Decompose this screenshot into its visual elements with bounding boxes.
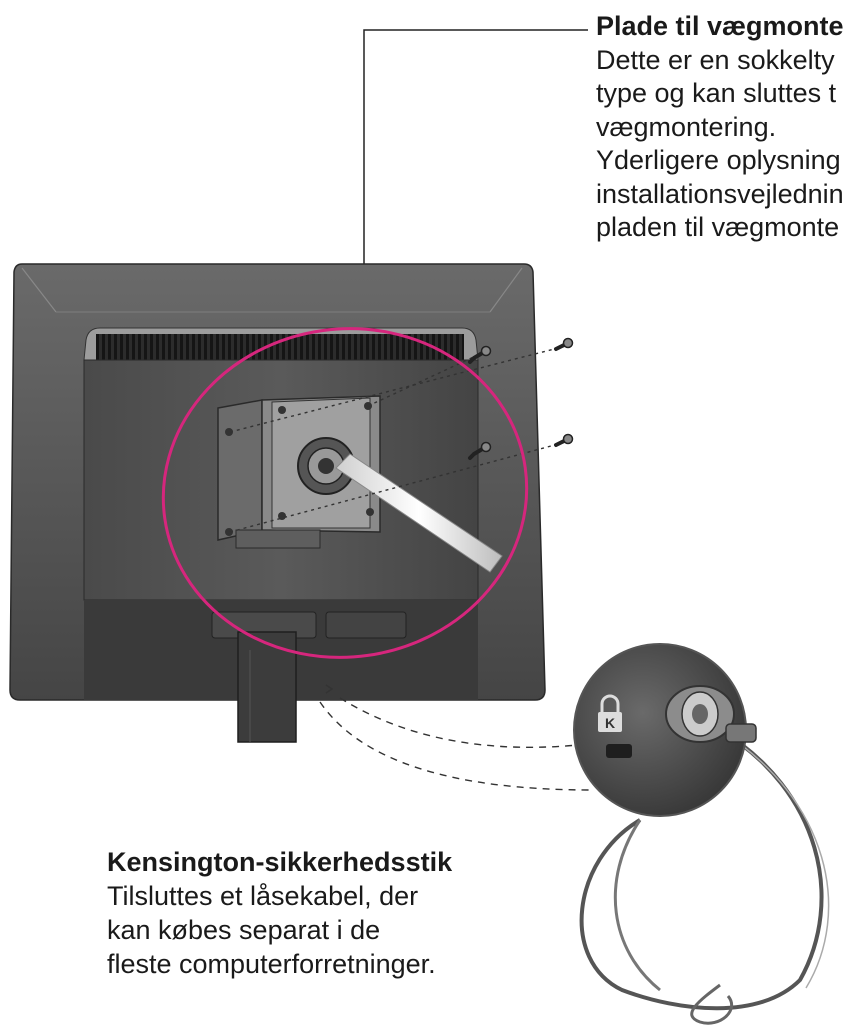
kensington-description: Kensington-sikkerhedsstik Tilsluttes et … — [107, 845, 452, 981]
wall-mount-line: Dette er en sokkelty — [596, 44, 835, 75]
wall-mount-line: Yderligere oplysning — [596, 145, 841, 175]
wall-mount-line: type og kan sluttes t — [596, 78, 837, 108]
wall-mount-title: Plade til vægmonte — [596, 11, 844, 41]
kensington-line: kan købes separat i de — [107, 915, 381, 945]
svg-text:K: K — [605, 715, 615, 731]
stand-arm — [335, 453, 503, 573]
wall-mount-description: Plade til vægmonte Dette er en sokkelty … — [596, 10, 844, 245]
kensington-detail: K — [573, 643, 757, 817]
kensington-line: fleste computerforretninger. — [107, 949, 436, 979]
kensington-title: Kensington-sikkerhedsstik — [107, 847, 453, 877]
kensington-line: Tilsluttes et låsekabel, der — [107, 881, 419, 911]
highlight-ellipse — [161, 327, 529, 659]
screw-icon — [468, 337, 574, 460]
screw-guide-lines — [229, 345, 567, 533]
kensington-lock-icon: K — [598, 694, 622, 732]
wall-mount-plate — [217, 395, 381, 549]
wall-mount-leader-line — [363, 29, 588, 352]
wall-mount-line: installationsvejlednin — [596, 178, 844, 209]
kensington-guide-lines — [319, 697, 593, 791]
wall-mount-line: pladen til vægmonte — [596, 212, 840, 242]
wall-mount-line: vægmontering. — [596, 111, 777, 142]
lock-cable-icon — [579, 728, 830, 1025]
